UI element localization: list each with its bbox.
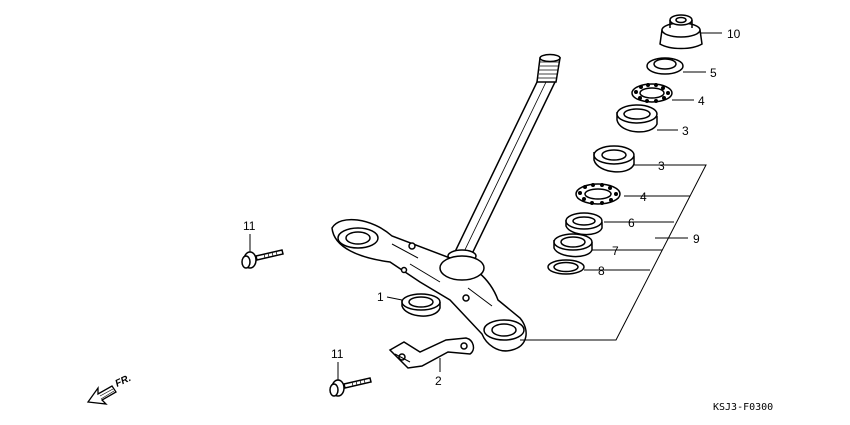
callout-4-lower: 4 [640, 190, 647, 204]
steering-stem-part [331, 53, 561, 352]
washer [547, 259, 585, 275]
bearing-cup [593, 145, 635, 173]
callout-7: 7 [612, 244, 619, 258]
callout-9: 9 [693, 232, 700, 246]
arrow-icon [86, 385, 117, 405]
callout-3-upper: 3 [682, 124, 689, 138]
callout-5: 5 [710, 66, 717, 80]
bracket [388, 337, 475, 369]
callout-labels: 10 5 4 3 3 4 6 7 8 9 11 1 11 2 [243, 27, 741, 388]
bottom-seal [401, 293, 441, 317]
callout-11-upper: 11 [243, 219, 256, 233]
diagram-code: KSJ3-F0300 [713, 402, 773, 413]
callout-8: 8 [598, 264, 605, 278]
inner-race [565, 212, 603, 236]
dust-seal-top [646, 57, 684, 75]
callout-10: 10 [727, 27, 741, 41]
callout-6: 6 [628, 216, 635, 230]
callout-2: 2 [435, 374, 442, 388]
dust-seal [553, 233, 593, 258]
callout-11-lower: 11 [331, 347, 344, 361]
bolt-upper [241, 249, 284, 269]
direction-label: FR. [114, 373, 133, 390]
bolt-lower [329, 377, 372, 397]
front-direction-indicator: FR. [86, 373, 133, 405]
callout-1: 1 [377, 290, 384, 304]
ball-race-lower [575, 183, 621, 205]
ball-race-upper [631, 83, 673, 103]
stem-nut [659, 14, 703, 50]
callout-3-lower: 3 [658, 159, 665, 173]
callout-4-upper: 4 [698, 94, 705, 108]
leader-lines [249, 32, 722, 380]
bearing-cone-upper [616, 104, 658, 133]
